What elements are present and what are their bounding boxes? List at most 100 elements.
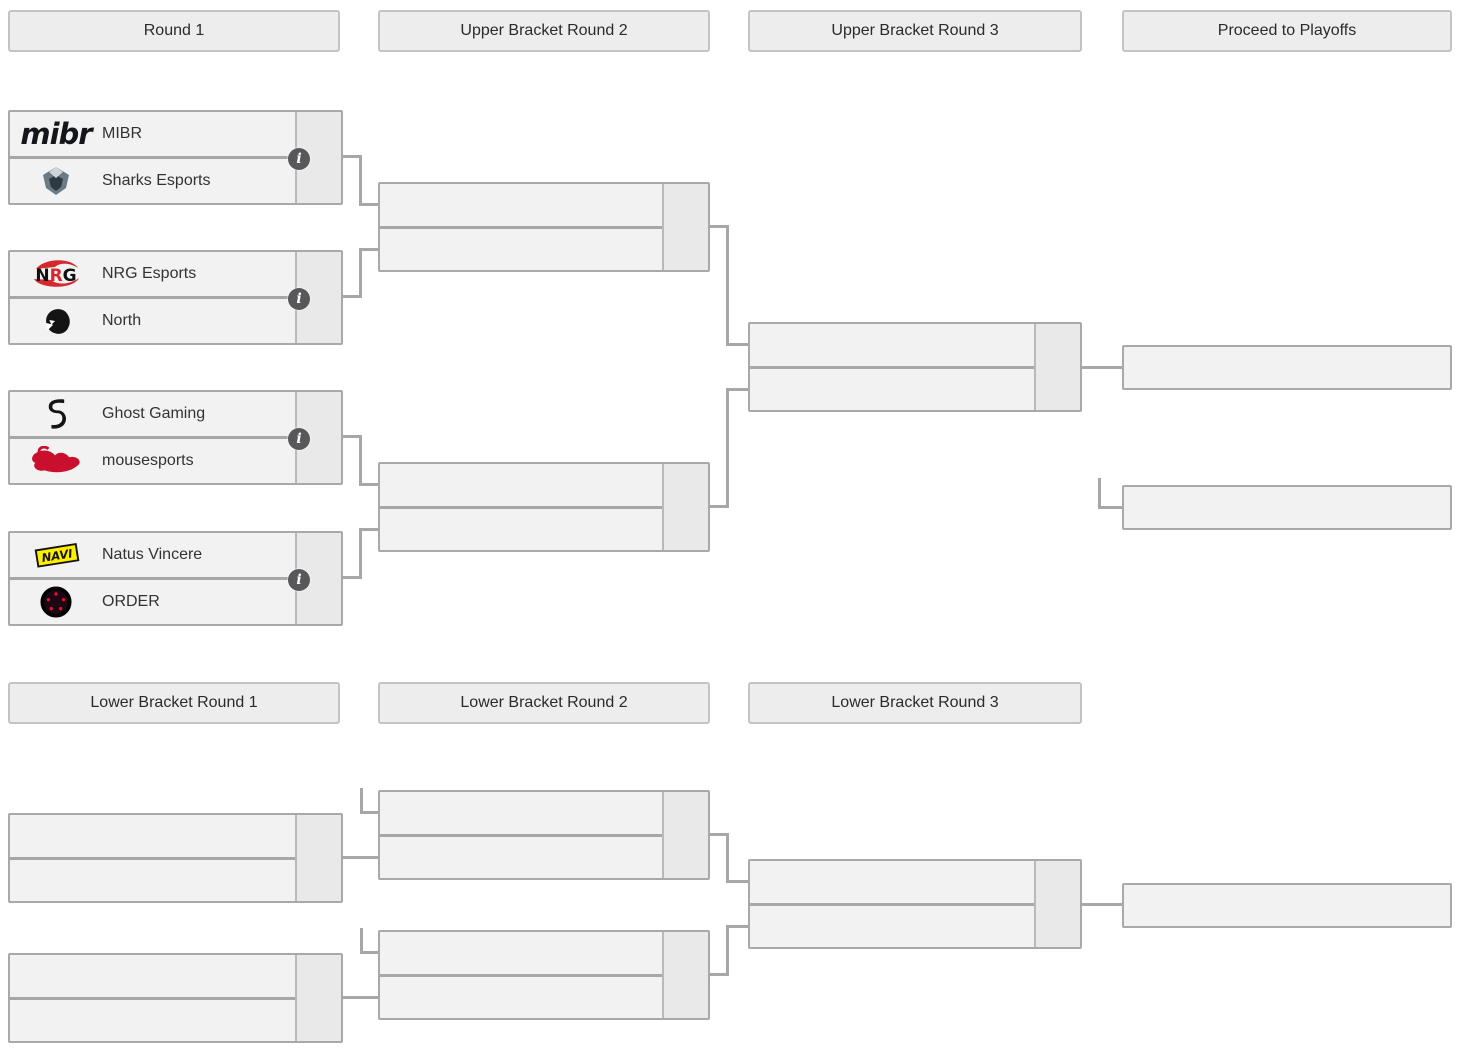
match-lower-r2-1 bbox=[378, 790, 710, 880]
header-lower-round2: Lower Bracket Round 2 bbox=[378, 682, 710, 724]
match-upper-r2-1 bbox=[378, 182, 710, 272]
connector-line bbox=[359, 435, 362, 486]
team-name[interactable]: Sharks Esports bbox=[102, 172, 211, 189]
playoff-spot-2 bbox=[1122, 485, 1452, 530]
playoff-spot-1 bbox=[1122, 345, 1452, 390]
match-divider bbox=[378, 833, 710, 837]
connector-line bbox=[1082, 903, 1122, 906]
team-slot-empty bbox=[750, 906, 1080, 948]
match-divider bbox=[378, 973, 710, 977]
nrg-esports-logo-icon: NRG bbox=[10, 252, 102, 296]
match-lower-r1-2 bbox=[8, 953, 343, 1043]
connector-line bbox=[726, 833, 729, 883]
connector-line bbox=[710, 833, 729, 836]
match-lower-r3-1 bbox=[748, 859, 1082, 949]
natus-vincere-logo-icon: NAVI bbox=[10, 533, 102, 577]
match-divider bbox=[378, 225, 710, 229]
match-upper-r1-4: NAVI Natus Vincere ORDER i bbox=[8, 531, 343, 626]
team-slot-empty bbox=[10, 815, 341, 857]
connector-line bbox=[1098, 478, 1101, 509]
team-slot-empty bbox=[1124, 487, 1450, 528]
connector-line bbox=[726, 225, 729, 346]
team-slot-empty bbox=[380, 837, 708, 879]
team-slot-sharks[interactable]: Sharks Esports bbox=[10, 159, 341, 203]
mibr-logo-icon: mibr bbox=[20, 117, 92, 151]
north-logo-icon bbox=[10, 299, 102, 343]
team-slot-mibr[interactable]: mibr MIBR bbox=[10, 112, 341, 156]
connector-line bbox=[360, 788, 363, 814]
connector-line bbox=[359, 248, 378, 251]
team-slot-nrg[interactable]: NRG NRG Esports bbox=[10, 252, 341, 296]
team-slot-empty bbox=[10, 955, 341, 997]
header-playoffs: Proceed to Playoffs bbox=[1122, 10, 1452, 52]
connector-line bbox=[1082, 366, 1122, 369]
score-column bbox=[1034, 324, 1080, 410]
match-divider bbox=[748, 902, 1082, 906]
connector-line bbox=[1098, 506, 1122, 509]
connector-line bbox=[359, 248, 362, 298]
sharks-esports-logo-icon bbox=[10, 159, 102, 203]
connector-line bbox=[343, 856, 378, 859]
team-slot-mousesports[interactable]: mousesports bbox=[10, 439, 341, 483]
team-name[interactable]: Natus Vincere bbox=[102, 546, 203, 563]
team-slot-order[interactable]: ORDER bbox=[10, 580, 341, 624]
team-slot-empty bbox=[380, 229, 708, 271]
score-column bbox=[662, 184, 708, 270]
match-divider bbox=[8, 996, 343, 1000]
team-slot-north[interactable]: North bbox=[10, 299, 341, 343]
match-info-icon[interactable]: i bbox=[288, 148, 310, 170]
team-name[interactable]: MIBR bbox=[102, 125, 142, 142]
connector-line bbox=[343, 576, 362, 579]
team-slot-empty bbox=[380, 509, 708, 551]
connector-line bbox=[359, 528, 362, 579]
match-divider bbox=[378, 505, 710, 509]
team-slot-empty bbox=[750, 324, 1080, 366]
connector-line bbox=[726, 925, 748, 928]
connector-line bbox=[726, 388, 729, 508]
match-upper-r3-1 bbox=[748, 322, 1082, 412]
connector-line bbox=[343, 155, 362, 158]
match-upper-r1-1: mibr MIBR Sharks Esports i bbox=[8, 110, 343, 205]
team-slot-empty bbox=[750, 861, 1080, 903]
match-info-icon[interactable]: i bbox=[288, 288, 310, 310]
svg-text:NRG: NRG bbox=[35, 266, 76, 286]
ghost-gaming-logo-icon bbox=[10, 392, 102, 436]
match-upper-r1-2: NRG NRG Esports North i bbox=[8, 250, 343, 345]
match-divider bbox=[8, 296, 343, 299]
team-slot-empty bbox=[750, 369, 1080, 411]
header-lower-round1: Lower Bracket Round 1 bbox=[8, 682, 340, 724]
team-slot-ghost[interactable]: Ghost Gaming bbox=[10, 392, 341, 436]
team-name[interactable]: ORDER bbox=[102, 593, 160, 610]
match-upper-r1-3: Ghost Gaming mousesports i bbox=[8, 390, 343, 485]
match-info-icon[interactable]: i bbox=[288, 428, 310, 450]
team-slot-empty bbox=[380, 977, 708, 1019]
team-name[interactable]: Ghost Gaming bbox=[102, 405, 206, 422]
match-info-icon[interactable]: i bbox=[288, 569, 310, 591]
team-slot-empty bbox=[1124, 347, 1450, 388]
connector-line bbox=[343, 295, 362, 298]
team-name[interactable]: NRG Esports bbox=[102, 265, 197, 282]
connector-line bbox=[359, 203, 378, 206]
connector-line bbox=[710, 973, 729, 976]
connector-line bbox=[726, 880, 748, 883]
score-column bbox=[662, 792, 708, 878]
match-lower-r2-2 bbox=[378, 930, 710, 1020]
team-name[interactable]: North bbox=[102, 312, 142, 329]
team-slot-navi[interactable]: NAVI Natus Vincere bbox=[10, 533, 341, 577]
svg-text:NAVI: NAVI bbox=[41, 546, 75, 565]
playoff-spot-3 bbox=[1122, 883, 1452, 928]
connector-line bbox=[343, 996, 378, 999]
team-slot-empty bbox=[1124, 885, 1450, 926]
connector-line bbox=[726, 343, 748, 346]
connector-line bbox=[710, 505, 729, 508]
team-slot-empty bbox=[380, 792, 708, 834]
connector-line bbox=[710, 225, 729, 228]
header-upper-round2: Upper Bracket Round 2 bbox=[378, 10, 710, 52]
connector-line bbox=[359, 483, 378, 486]
team-name[interactable]: mousesports bbox=[102, 452, 194, 469]
match-divider bbox=[8, 856, 343, 860]
team-slot-empty bbox=[10, 860, 341, 902]
connector-line bbox=[726, 388, 748, 391]
score-column bbox=[662, 932, 708, 1018]
